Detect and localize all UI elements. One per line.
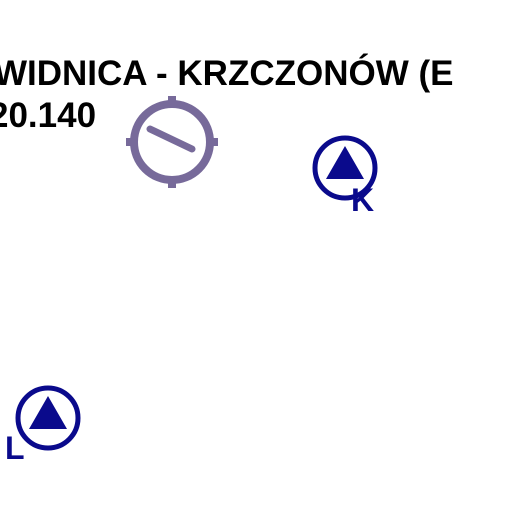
- waypoint-l-label: L: [5, 430, 25, 466]
- vor-compass-icon[interactable]: [122, 92, 222, 192]
- waypoint-k-icon[interactable]: [309, 132, 381, 204]
- navaid-name-label: WIDNICA - KRZCZONÓW (E: [0, 54, 454, 93]
- waypoint-l-icon[interactable]: [12, 382, 84, 454]
- navaid-frequency-label: 20.140: [0, 96, 97, 135]
- waypoint-k-label: K: [351, 182, 375, 218]
